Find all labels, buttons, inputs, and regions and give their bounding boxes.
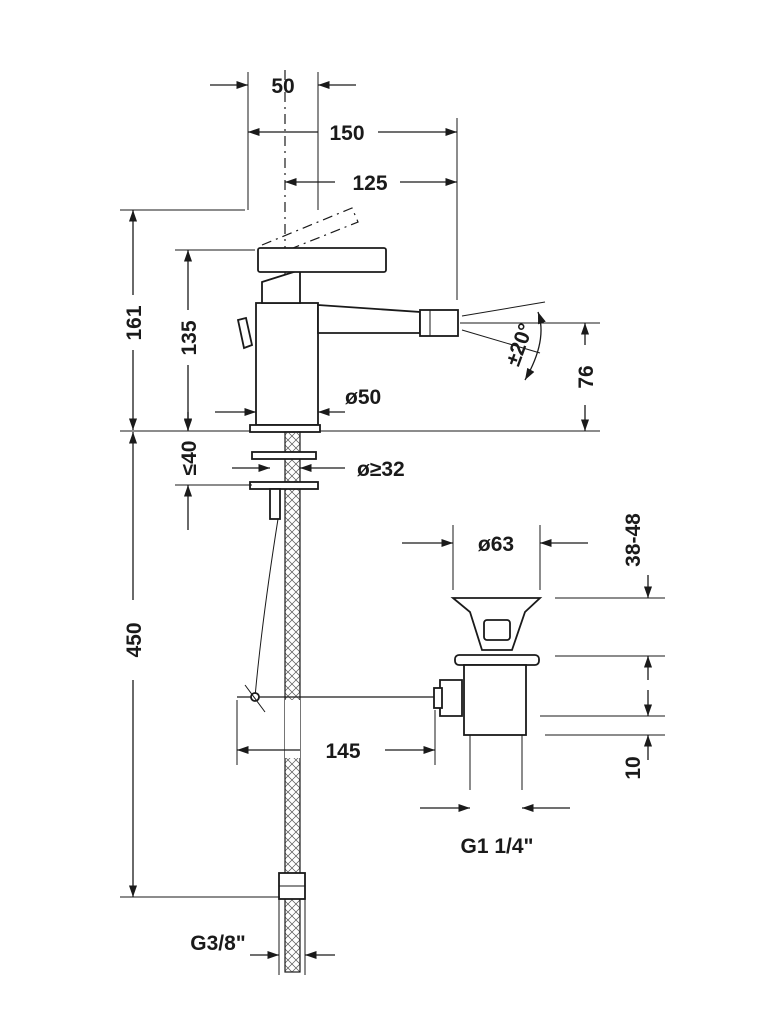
svg-text:450: 450 xyxy=(123,622,146,657)
svg-text:10: 10 xyxy=(622,756,645,779)
dimension-hole-diameter: ø≥32 xyxy=(232,458,405,481)
svg-text:135: 135 xyxy=(178,320,201,355)
svg-text:76: 76 xyxy=(575,365,598,388)
svg-text:125: 125 xyxy=(352,172,387,195)
svg-text:38-48: 38-48 xyxy=(622,513,645,567)
dimension-outlet-height: 76 xyxy=(575,323,598,431)
waste-valve xyxy=(433,597,543,790)
dimension-hose-thread: G3/8" xyxy=(190,899,335,975)
dimension-rod-length: 145 xyxy=(236,700,436,765)
dimension-spout-reach: 125 xyxy=(285,172,457,195)
svg-text:±20°: ±20° xyxy=(502,321,538,370)
svg-text:150: 150 xyxy=(329,122,364,145)
svg-text:≤40: ≤40 xyxy=(178,441,201,476)
dimension-base-diameter: ø50 xyxy=(215,386,381,417)
svg-text:145: 145 xyxy=(325,740,360,763)
dimension-deck-thickness: ≤40 xyxy=(175,412,252,530)
dimension-waste-diameter: ø63 xyxy=(402,525,588,590)
dimension-total-width: 150 xyxy=(248,118,458,300)
svg-text:ø63: ø63 xyxy=(478,533,514,556)
svg-text:G1 1/4": G1 1/4" xyxy=(461,835,534,858)
dimension-waste-range: 38-48 10 xyxy=(540,513,665,780)
svg-text:ø≥32: ø≥32 xyxy=(357,458,405,481)
dimension-spout-offset: 50 xyxy=(210,72,356,210)
svg-text:161: 161 xyxy=(123,305,146,340)
dimension-hose-length: 450 xyxy=(120,432,280,898)
svg-text:ø50: ø50 xyxy=(345,386,381,409)
dimension-total-height: 161 xyxy=(120,209,245,430)
svg-text:50: 50 xyxy=(271,75,294,98)
svg-text:G3/8": G3/8" xyxy=(190,932,245,955)
dimension-waste-thread: G1 1/4" xyxy=(420,803,570,858)
faucet-body xyxy=(236,207,459,433)
mounting-hardware xyxy=(237,431,440,973)
dimension-spout-height: 135 xyxy=(175,249,255,430)
